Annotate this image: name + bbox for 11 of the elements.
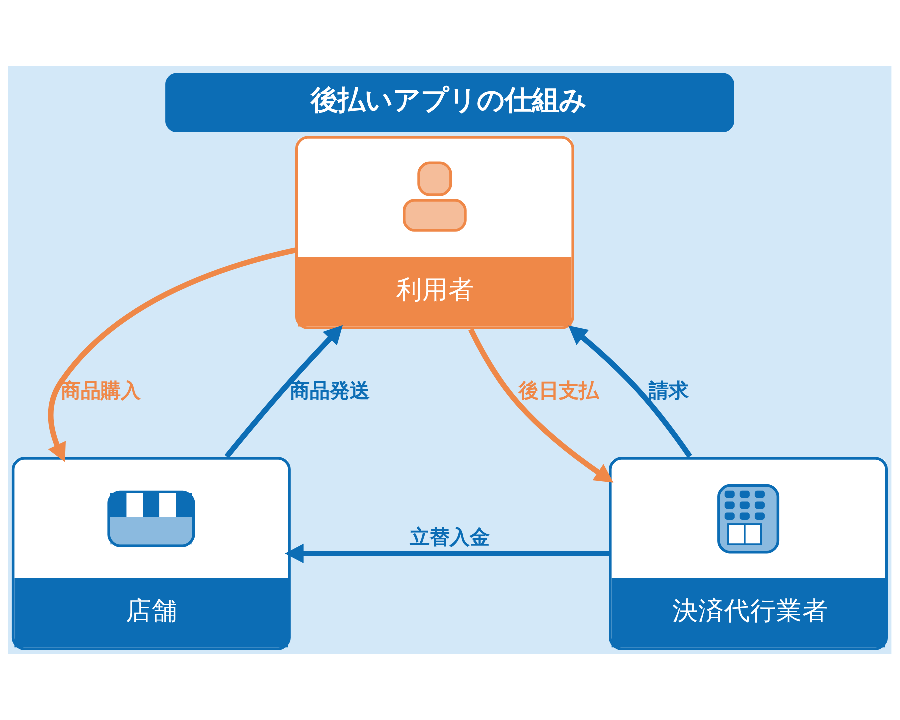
arrow — [568, 326, 692, 458]
arrow — [468, 328, 614, 483]
edge-label: 商品購入 — [61, 378, 142, 402]
edge-label: 後日支払 — [518, 378, 599, 402]
edge-label: 商品発送 — [290, 378, 370, 402]
arrow — [224, 325, 343, 459]
diagram-title: 後払いアプリの仕組み — [310, 85, 587, 116]
edge-label: 立替入金 — [410, 525, 490, 550]
arrow — [285, 544, 609, 564]
arrow — [48, 248, 296, 462]
edge-label: 請求 — [649, 378, 690, 402]
